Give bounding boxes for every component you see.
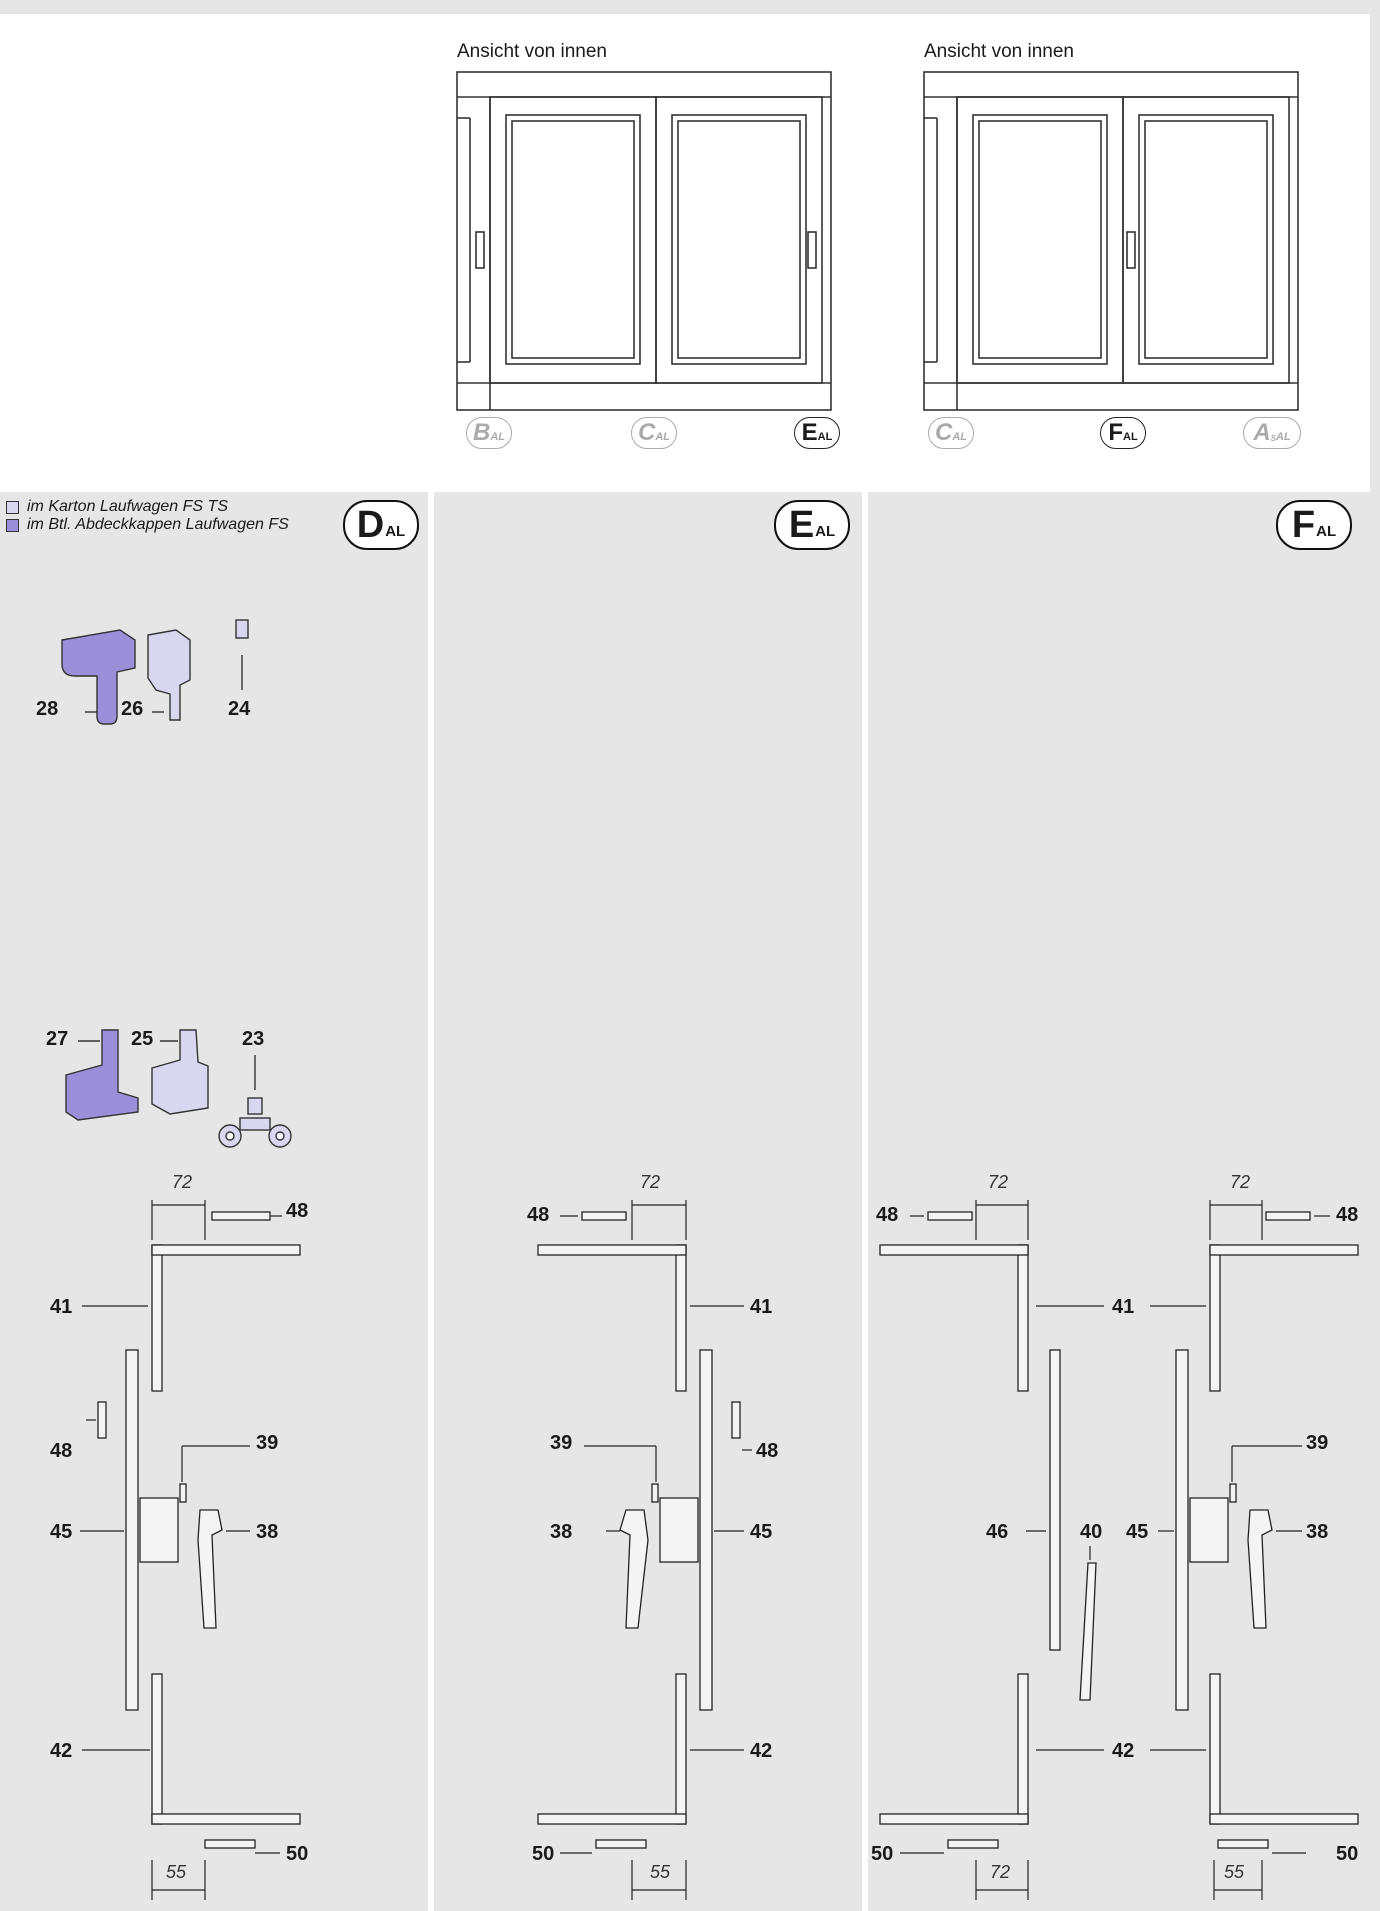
part-number-40: 40: [1080, 1521, 1103, 1543]
view-title-2: Ansicht von innen: [924, 41, 1074, 62]
part-number-48: 48: [1336, 1204, 1359, 1226]
part-number-28: 28: [36, 698, 59, 720]
part-number-42: 42: [750, 1740, 773, 1762]
part-number-41: 41: [750, 1296, 773, 1318]
part-number-23: 23: [242, 1028, 265, 1050]
part-number-50: 50: [1336, 1843, 1359, 1865]
part-number-45: 45: [1126, 1521, 1149, 1543]
legend-item: im Btl. Abdeckkappen Laufwagen FS: [6, 516, 289, 534]
window-views-drawing: [456, 71, 1299, 411]
part-number-26: 26: [121, 698, 144, 720]
part-number-48: 48: [50, 1440, 73, 1462]
panel-f-al: [868, 492, 1370, 1911]
right-strip: [1370, 0, 1380, 1911]
part-number-45: 45: [50, 1521, 73, 1543]
dimension-72: 72: [640, 1172, 661, 1192]
dimension-72: 72: [990, 1862, 1011, 1882]
dimension-72: 72: [988, 1172, 1009, 1192]
dimension-55: 55: [166, 1862, 187, 1882]
part-number-38: 38: [256, 1521, 279, 1543]
part-number-48: 48: [286, 1200, 309, 1222]
part-number-39: 39: [256, 1432, 279, 1454]
legend-item: im Karton Laufwagen FS TS: [6, 498, 289, 516]
part-number-25: 25: [131, 1028, 154, 1050]
part-number-38: 38: [550, 1521, 573, 1543]
top-strip: [0, 0, 1380, 14]
part-number-38: 38: [1306, 1521, 1329, 1543]
part-number-50: 50: [286, 1843, 309, 1865]
part-number-50: 50: [871, 1843, 894, 1865]
legend: im Karton Laufwagen FS TS im Btl. Abdeck…: [6, 498, 289, 534]
legend-label: im Karton Laufwagen FS TS: [27, 498, 228, 515]
view-title-1: Ansicht von innen: [457, 41, 607, 62]
panel-d-al: [0, 492, 428, 1911]
legend-swatch: [6, 518, 19, 532]
dimension-55: 55: [650, 1862, 671, 1882]
part-number-48: 48: [756, 1440, 779, 1462]
part-number-41: 41: [50, 1296, 73, 1318]
part-number-48: 48: [876, 1204, 899, 1226]
dimension-72: 72: [1230, 1172, 1251, 1192]
dimension-55: 55: [1224, 1862, 1245, 1882]
dimension-72: 72: [172, 1172, 193, 1192]
part-number-39: 39: [550, 1432, 573, 1454]
part-number-46: 46: [986, 1521, 1009, 1543]
part-number-27: 27: [46, 1028, 69, 1050]
legend-swatch: [6, 500, 19, 514]
part-number-42: 42: [1112, 1740, 1135, 1762]
panel-e-al: [434, 492, 862, 1911]
part-number-45: 45: [750, 1521, 773, 1543]
part-number-42: 42: [50, 1740, 73, 1762]
part-number-48: 48: [527, 1204, 550, 1226]
part-number-39: 39: [1306, 1432, 1329, 1454]
part-number-24: 24: [228, 698, 251, 720]
legend-label: im Btl. Abdeckkappen Laufwagen FS: [27, 516, 289, 533]
part-number-41: 41: [1112, 1296, 1135, 1318]
part-number-50: 50: [532, 1843, 555, 1865]
